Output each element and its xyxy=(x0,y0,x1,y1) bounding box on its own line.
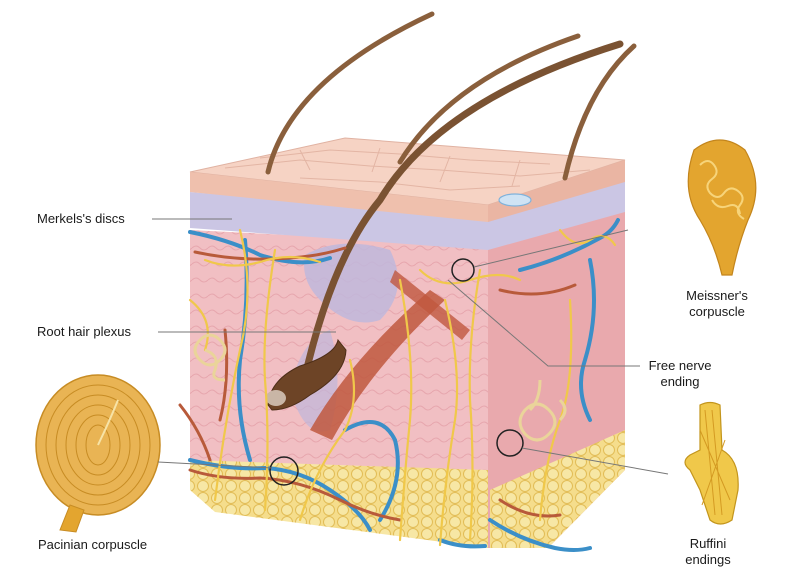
nerve-9 xyxy=(418,268,522,285)
label-free-nerve-line2: ending xyxy=(660,374,700,389)
leader-lines xyxy=(152,218,669,475)
leader-free-nerve xyxy=(447,279,640,367)
pacinian-corpuscle-illustration xyxy=(35,374,161,533)
basal-layer xyxy=(190,180,625,250)
blood-vessels xyxy=(178,218,620,552)
label-ruffini-line2: endings xyxy=(685,552,731,567)
nerve-fibers xyxy=(188,228,617,547)
nerve-3 xyxy=(298,358,356,522)
nerve-10 xyxy=(188,298,209,352)
vein-4 xyxy=(343,420,400,522)
sweat-gland-left xyxy=(193,333,227,382)
vein-5 xyxy=(518,218,620,272)
hair-shaft-1 xyxy=(265,11,435,175)
artery-2 xyxy=(188,468,402,522)
vein-3 xyxy=(188,458,372,532)
label-meissners-line1: Meissner's xyxy=(686,288,748,303)
hair-shaft-3 xyxy=(562,43,637,181)
meissner-callout-circle xyxy=(451,258,475,282)
label-pacinian-corpuscle: Pacinian corpuscle xyxy=(38,537,148,552)
sweat-gland-right xyxy=(518,379,567,442)
sweat-glands xyxy=(193,333,567,442)
arrector-pili-muscle xyxy=(310,290,445,440)
artery-5 xyxy=(498,498,562,518)
hypodermis-right-face xyxy=(490,430,625,548)
leader-pacinian xyxy=(157,461,273,469)
hair-bulb xyxy=(267,338,347,411)
artery-4 xyxy=(498,283,577,296)
vein-8 xyxy=(438,538,487,549)
hair-bulb-core xyxy=(266,390,286,406)
vein-7 xyxy=(488,518,592,552)
skin-block xyxy=(189,137,626,548)
label-meissners-corpuscle: Meissner's corpuscle xyxy=(676,288,758,320)
hypodermis-layer xyxy=(190,460,488,548)
label-free-nerve-line1: Free nerve xyxy=(648,358,712,373)
leader-ruffini xyxy=(521,447,669,475)
ruffini-callout-circle xyxy=(496,429,524,457)
label-ruffini-line1: Ruffini xyxy=(689,536,727,551)
pacinian-callout-circle xyxy=(269,456,299,486)
label-root-hair-plexus: Root hair plexus xyxy=(37,324,131,339)
vein-6 xyxy=(579,258,596,422)
vein-1 xyxy=(188,230,332,265)
nerve-11 xyxy=(558,228,617,247)
hairs xyxy=(265,11,637,394)
hair-shaft-2 xyxy=(397,33,581,165)
epidermis-right-edge xyxy=(488,160,625,222)
sweat-droplet xyxy=(498,193,532,207)
label-meissners-line2: corpuscle xyxy=(689,304,745,319)
label-free-nerve-ending: Free nerve ending xyxy=(644,358,716,390)
label-ruffini-endings: Ruffini endings xyxy=(676,536,740,568)
callout-circles xyxy=(269,258,524,486)
epidermis-front xyxy=(190,172,488,222)
nerve-5 xyxy=(438,298,459,547)
nerve-1 xyxy=(213,228,249,502)
hair-shaft-main xyxy=(298,40,624,394)
ruffini-ending-illustration xyxy=(684,401,739,525)
nerve-6 xyxy=(468,268,482,542)
meissners-corpuscle-illustration xyxy=(687,139,757,276)
nerve-4 xyxy=(398,278,413,542)
label-merkels-discs: Merkels's discs xyxy=(37,211,125,226)
artery-6 xyxy=(178,403,212,462)
leader-meissner xyxy=(473,229,629,268)
nerve-8 xyxy=(203,255,322,267)
artery-3 xyxy=(218,328,229,422)
